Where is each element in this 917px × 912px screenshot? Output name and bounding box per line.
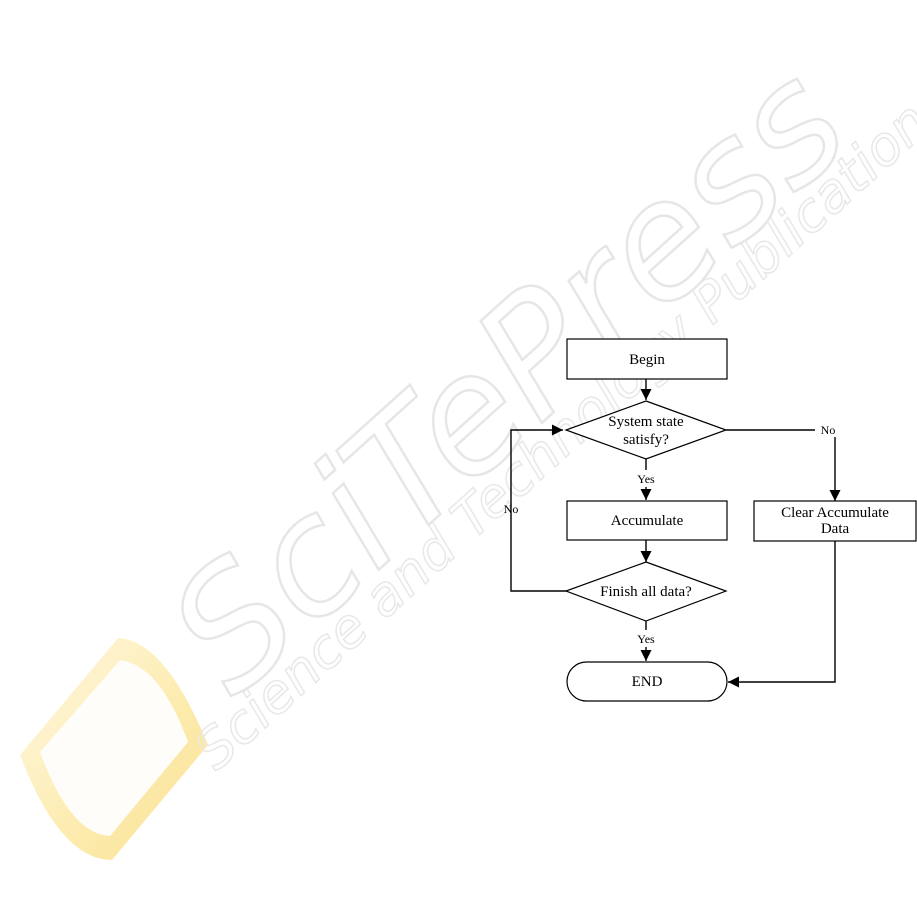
clear-label-line2: Data bbox=[821, 521, 850, 537]
accumulate-label: Accumulate bbox=[611, 513, 684, 529]
watermark-logo bbox=[20, 638, 208, 860]
no-label-right: No bbox=[821, 423, 836, 437]
state-label-line1: System state bbox=[608, 414, 684, 430]
clear-label-line1: Clear Accumulate bbox=[781, 505, 889, 521]
arrow-clear-to-end bbox=[728, 541, 835, 682]
watermark: SciTePress Science and Technology Public… bbox=[134, 29, 917, 782]
watermark-brand: SciTePress bbox=[134, 29, 882, 729]
yes-label-finish: Yes bbox=[637, 632, 655, 646]
end-label: END bbox=[632, 674, 663, 690]
begin-label: Begin bbox=[629, 352, 665, 368]
yes-label-state: Yes bbox=[637, 472, 655, 486]
watermark-tagline: Science and Technology Publications bbox=[183, 71, 917, 782]
state-label-line2: satisfy? bbox=[623, 432, 669, 448]
finish-label: Finish all data? bbox=[600, 584, 692, 600]
no-label-left: No bbox=[504, 502, 519, 516]
